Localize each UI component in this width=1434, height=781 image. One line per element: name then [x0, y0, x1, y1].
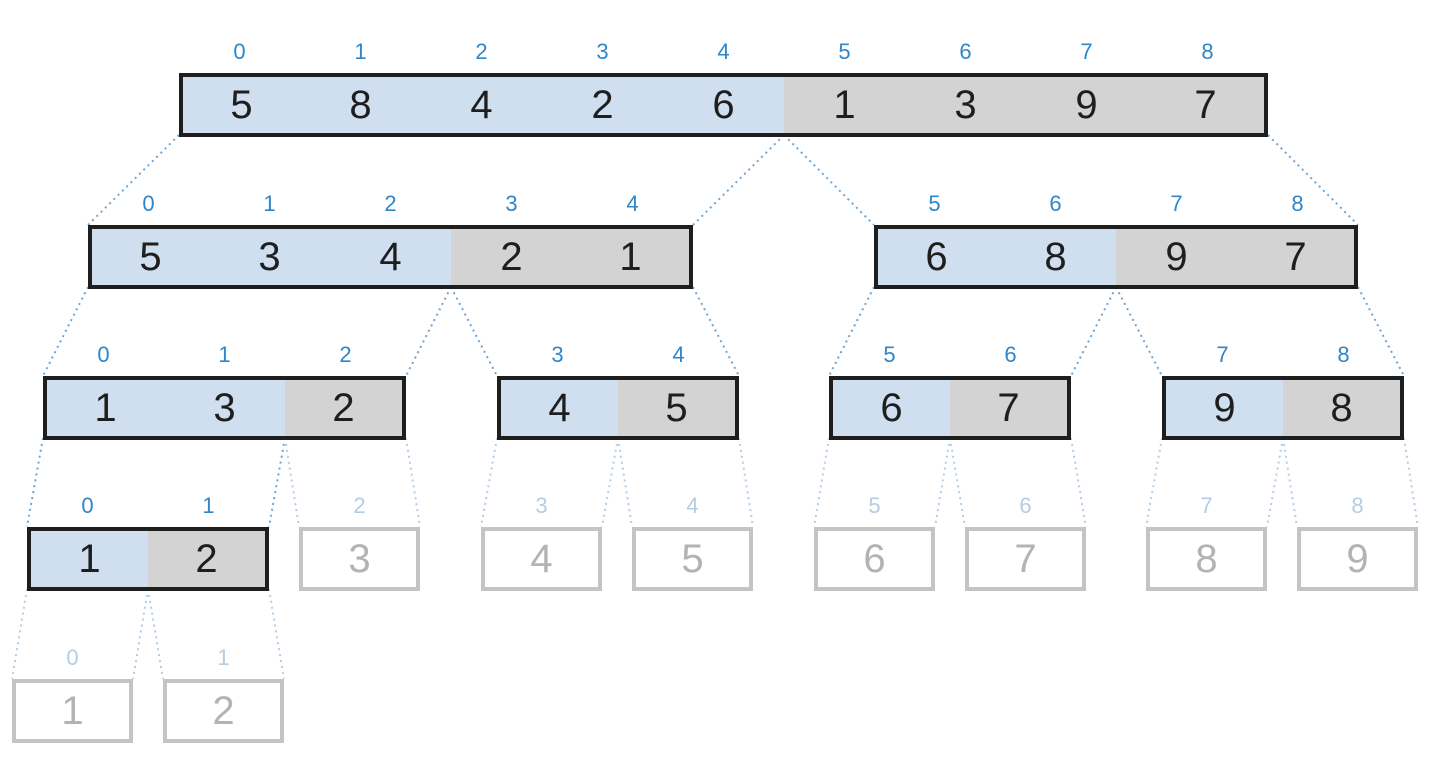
array-cell: 1 — [784, 77, 905, 133]
index-label: 7 — [1200, 493, 1213, 518]
array-cell: 9 — [1026, 77, 1147, 133]
array-cell: 9 — [1116, 229, 1237, 285]
connector-line — [1115, 286, 1163, 377]
array-cell: 5 — [632, 527, 753, 591]
array-cell: 4 — [421, 77, 542, 133]
connector-line — [284, 437, 300, 528]
index-label: 8 — [1201, 39, 1214, 64]
connector-line — [692, 134, 785, 226]
array-cell: 1 — [12, 679, 133, 743]
index-label: 6 — [1004, 342, 1017, 367]
connector-line — [1282, 437, 1298, 528]
index-label: 0 — [97, 342, 110, 367]
array-cell: 3 — [164, 380, 285, 436]
index-label: 3 — [551, 342, 564, 367]
array-cell: 4 — [330, 229, 451, 285]
index-label: 5 — [838, 39, 851, 64]
index-label: 1 — [354, 39, 367, 64]
array-cell: 7 — [950, 380, 1067, 436]
index-label: 6 — [1049, 191, 1062, 216]
array-cell: 6 — [663, 77, 784, 133]
connector-line — [42, 286, 89, 377]
array-cell: 4 — [481, 527, 602, 591]
array-cell: 5 — [183, 77, 300, 133]
connector-line — [1070, 286, 1117, 377]
array-cell: 2 — [163, 679, 284, 743]
array-cell: 4 — [501, 380, 618, 436]
connector-line — [828, 286, 875, 377]
array-cell: 2 — [148, 531, 265, 587]
index-label: 0 — [142, 191, 155, 216]
connector-line — [450, 286, 498, 377]
index-label: 6 — [959, 39, 972, 64]
array-cell: 9 — [1297, 527, 1418, 591]
index-label: 2 — [339, 342, 352, 367]
index-label: 4 — [717, 39, 730, 64]
index-label: 4 — [626, 191, 639, 216]
index-label: 3 — [535, 493, 548, 518]
index-label: 1 — [217, 645, 230, 670]
index-label: 1 — [263, 191, 276, 216]
index-label: 4 — [672, 342, 685, 367]
connector-line — [268, 437, 286, 528]
index-label: 1 — [218, 342, 231, 367]
connector-line — [601, 437, 619, 528]
index-label: 5 — [928, 191, 941, 216]
array-cell: 3 — [209, 229, 330, 285]
array-cell: 2 — [451, 229, 572, 285]
index-label: 2 — [353, 493, 366, 518]
array-cell: 3 — [905, 77, 1026, 133]
connector-line — [934, 437, 951, 528]
array-cell: 1 — [31, 531, 148, 587]
index-label: 7 — [1170, 191, 1183, 216]
array-cell: 9 — [1166, 380, 1283, 436]
array-cell: 5 — [92, 229, 209, 285]
connector-line — [783, 134, 875, 226]
index-label: 5 — [868, 493, 881, 518]
array-cell: 7 — [1147, 77, 1264, 133]
array-cell: 8 — [1283, 380, 1400, 436]
array-cell: 6 — [833, 380, 950, 436]
index-label: 4 — [686, 493, 699, 518]
index-label: 6 — [1019, 493, 1032, 518]
index-label: 2 — [475, 39, 488, 64]
array-cell: 1 — [47, 380, 164, 436]
index-label: 5 — [883, 342, 896, 367]
index-label: 0 — [233, 39, 246, 64]
array-cell: 2 — [285, 380, 402, 436]
array-cell: 3 — [299, 527, 420, 591]
index-label: 8 — [1351, 493, 1364, 518]
array-cell: 8 — [995, 229, 1116, 285]
index-label: 8 — [1291, 191, 1304, 216]
connector-line — [147, 588, 164, 680]
array-cell: 6 — [814, 527, 935, 591]
array-cell: 8 — [1146, 527, 1267, 591]
index-label: 8 — [1337, 342, 1350, 367]
index-label: 1 — [202, 493, 215, 518]
connector-line — [1266, 437, 1284, 528]
index-label: 7 — [1080, 39, 1093, 64]
index-label: 3 — [596, 39, 609, 64]
array-cell: 7 — [1237, 229, 1354, 285]
index-label: 0 — [66, 645, 79, 670]
connector-line — [132, 588, 149, 680]
array-cell: 7 — [965, 527, 1086, 591]
array-cell: 6 — [878, 229, 995, 285]
array-cell: 1 — [572, 229, 689, 285]
connector-line — [617, 437, 633, 528]
index-label: 3 — [505, 191, 518, 216]
array-cell: 5 — [618, 380, 735, 436]
array-cell: 8 — [300, 77, 421, 133]
connector-line — [405, 286, 452, 377]
index-label: 7 — [1216, 342, 1229, 367]
connector-line — [949, 437, 966, 528]
index-label: 0 — [81, 493, 94, 518]
index-label: 2 — [384, 191, 397, 216]
array-cell: 2 — [542, 77, 663, 133]
